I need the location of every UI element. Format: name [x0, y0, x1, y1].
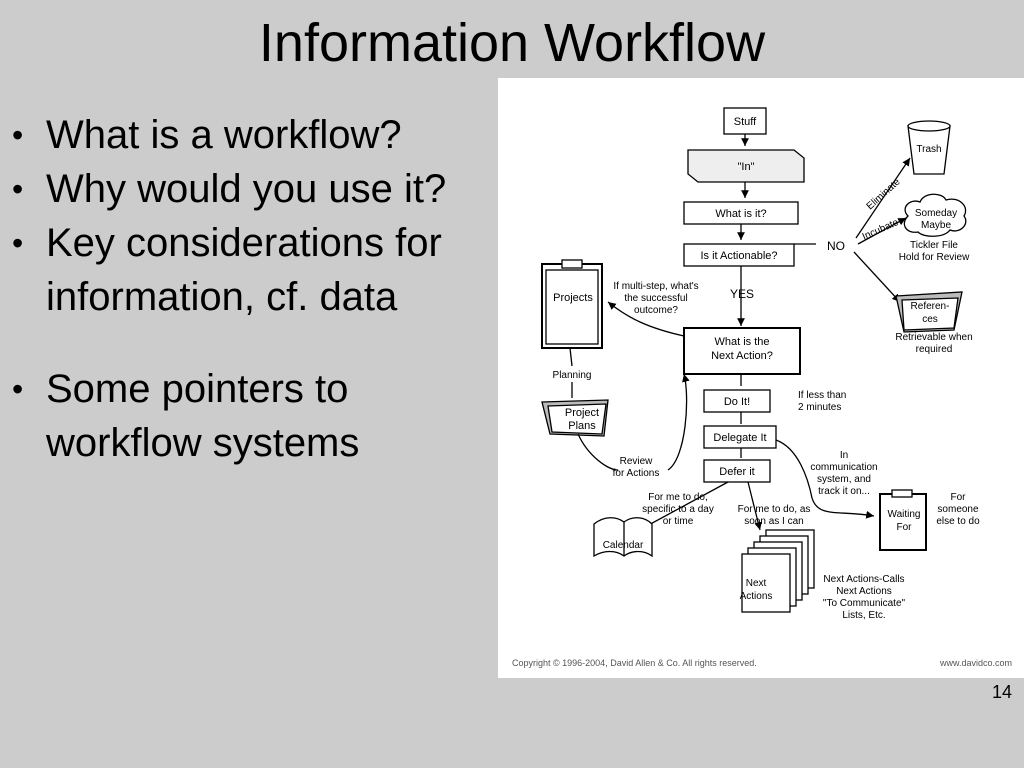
- defer-it-box: [703, 459, 771, 483]
- label-lists-4: Lists, Etc.: [842, 610, 885, 621]
- label-tickler-file: Tickler File: [910, 240, 958, 251]
- label-no: NO: [827, 239, 845, 253]
- bullet-item: • Key considerations for information, cf.…: [8, 216, 508, 324]
- label-references-2: ces: [922, 314, 938, 325]
- eliminate-arrow: [855, 157, 911, 239]
- label-lists-2: Next Actions: [836, 586, 892, 597]
- label-next-actions-2: Actions: [740, 591, 773, 602]
- label-planning: Planning: [553, 370, 592, 381]
- label-soon-2: soon as I can: [744, 516, 803, 527]
- projects-clipboard-paper: [545, 269, 599, 345]
- project-plans-face: [547, 403, 607, 435]
- label-someday: Someday: [915, 208, 957, 219]
- label-retrievable-1: Retrievable when: [895, 332, 972, 343]
- review-arrow: [667, 373, 690, 471]
- bullet-item: • What is a workflow?: [8, 108, 508, 162]
- someday-cloud: [903, 193, 967, 237]
- label-incubate: Incubate: [861, 217, 901, 243]
- label-soon-1: For me to do, as: [738, 504, 811, 515]
- label-for-someone-1: For: [951, 492, 967, 503]
- delegate-arrow: [775, 439, 875, 519]
- label-review-1: Review: [620, 456, 654, 467]
- workflow-diagram-svg: Stuff "In" What is it? Is it Actionable?…: [512, 107, 1012, 668]
- label-next-actions-1: Next: [746, 578, 767, 589]
- website-text: www.davidco.com: [939, 658, 1012, 668]
- label-maybe: Maybe: [921, 220, 951, 231]
- label-for-someone-2: someone: [937, 504, 979, 515]
- label-delegate-it: Delegate It: [713, 432, 766, 444]
- label-specific-2: specific to a day: [642, 504, 714, 515]
- reference-arrow: [853, 251, 901, 303]
- review-curve: [577, 433, 619, 471]
- label-calendar: Calendar: [603, 540, 644, 551]
- calendar-book: [593, 517, 653, 558]
- workflow-diagram: Stuff "In" What is it? Is it Actionable?…: [498, 78, 1024, 678]
- projects-clip: [561, 259, 583, 269]
- page-number: 14: [991, 682, 1012, 702]
- bullet-item: • Why would you use it?: [8, 162, 508, 216]
- label-multistep-1: If multi-step, what's: [613, 281, 698, 292]
- bullet-dot: •: [12, 225, 24, 261]
- label-review-2: for Actions: [613, 468, 660, 479]
- bullet-text: Some pointers to workflow systems: [46, 367, 360, 465]
- label-is-actionable: Is it Actionable?: [700, 250, 777, 262]
- in-tray: [687, 149, 805, 183]
- label-waiting-2: For: [897, 522, 913, 533]
- bullet-item: • Some pointers to workflow systems: [8, 362, 508, 470]
- label-multistep-3: outcome?: [634, 305, 678, 316]
- reference-drawer-face: [901, 297, 959, 331]
- trash-lid: [907, 120, 951, 132]
- bullet-dot: •: [12, 117, 24, 153]
- bullet-dot: •: [12, 371, 24, 407]
- label-less-than-1: If less than: [798, 390, 846, 401]
- label-less-than-2: 2 minutes: [798, 402, 841, 413]
- label-next-action-1: What is the: [714, 336, 769, 348]
- label-in-comm-3: system, and: [817, 474, 871, 485]
- bullet-dot: •: [12, 171, 24, 207]
- bullet-text: What is a workflow?: [46, 113, 402, 157]
- label-specific-3: or time: [663, 516, 694, 527]
- label-multistep-2: the successful: [624, 293, 687, 304]
- copyright-text: Copyright © 1996-2004, David Allen & Co.…: [512, 658, 757, 668]
- incubate-arrow: [857, 217, 907, 245]
- label-do-it: Do It!: [724, 396, 750, 408]
- delegate-it-box: [703, 425, 777, 449]
- label-in-comm-4: track it on...: [818, 486, 870, 497]
- do-it-box: [703, 389, 771, 413]
- label-in: "In": [738, 161, 755, 173]
- label-lists-3: "To Communicate": [823, 598, 906, 609]
- label-yes: YES: [730, 287, 754, 301]
- label-trash: Trash: [916, 144, 941, 155]
- label-stuff: Stuff: [734, 116, 757, 128]
- label-what-is-it: What is it?: [715, 208, 766, 220]
- label-references-1: Referen-: [911, 301, 950, 312]
- label-projects: Projects: [553, 292, 593, 304]
- label-retrievable-2: required: [916, 344, 953, 355]
- label-in-comm-1: In: [840, 450, 848, 461]
- label-next-action-2: Next Action?: [711, 350, 773, 362]
- connector: [569, 347, 573, 367]
- bullet-text: Why would you use it?: [46, 167, 447, 211]
- label-for-someone-3: else to do: [936, 516, 980, 527]
- bullet-text: Key considerations for information, cf. …: [46, 221, 442, 319]
- label-project-plans-1: Project: [565, 407, 599, 419]
- label-hold-for-review: Hold for Review: [899, 252, 970, 263]
- next-actions-page: [741, 553, 791, 613]
- label-in-comm-2: communication: [810, 462, 877, 473]
- bullet-list: • What is a workflow? • Why would you use …: [8, 108, 508, 470]
- label-eliminate: Eliminate: [865, 176, 903, 212]
- waiting-for-clip: [891, 489, 913, 498]
- label-lists-1: Next Actions-Calls: [823, 574, 904, 585]
- next-action-box: [683, 327, 801, 375]
- multistep-arrow: [607, 301, 685, 337]
- label-defer-it: Defer it: [719, 466, 754, 478]
- next-actions-arrow: [747, 481, 762, 531]
- label-waiting-1: Waiting: [888, 509, 921, 520]
- is-actionable-box: [683, 243, 795, 267]
- label-specific-1: For me to do,: [648, 492, 707, 503]
- slide-title: Information Workflow: [258, 13, 766, 73]
- label-project-plans-2: Plans: [568, 420, 596, 432]
